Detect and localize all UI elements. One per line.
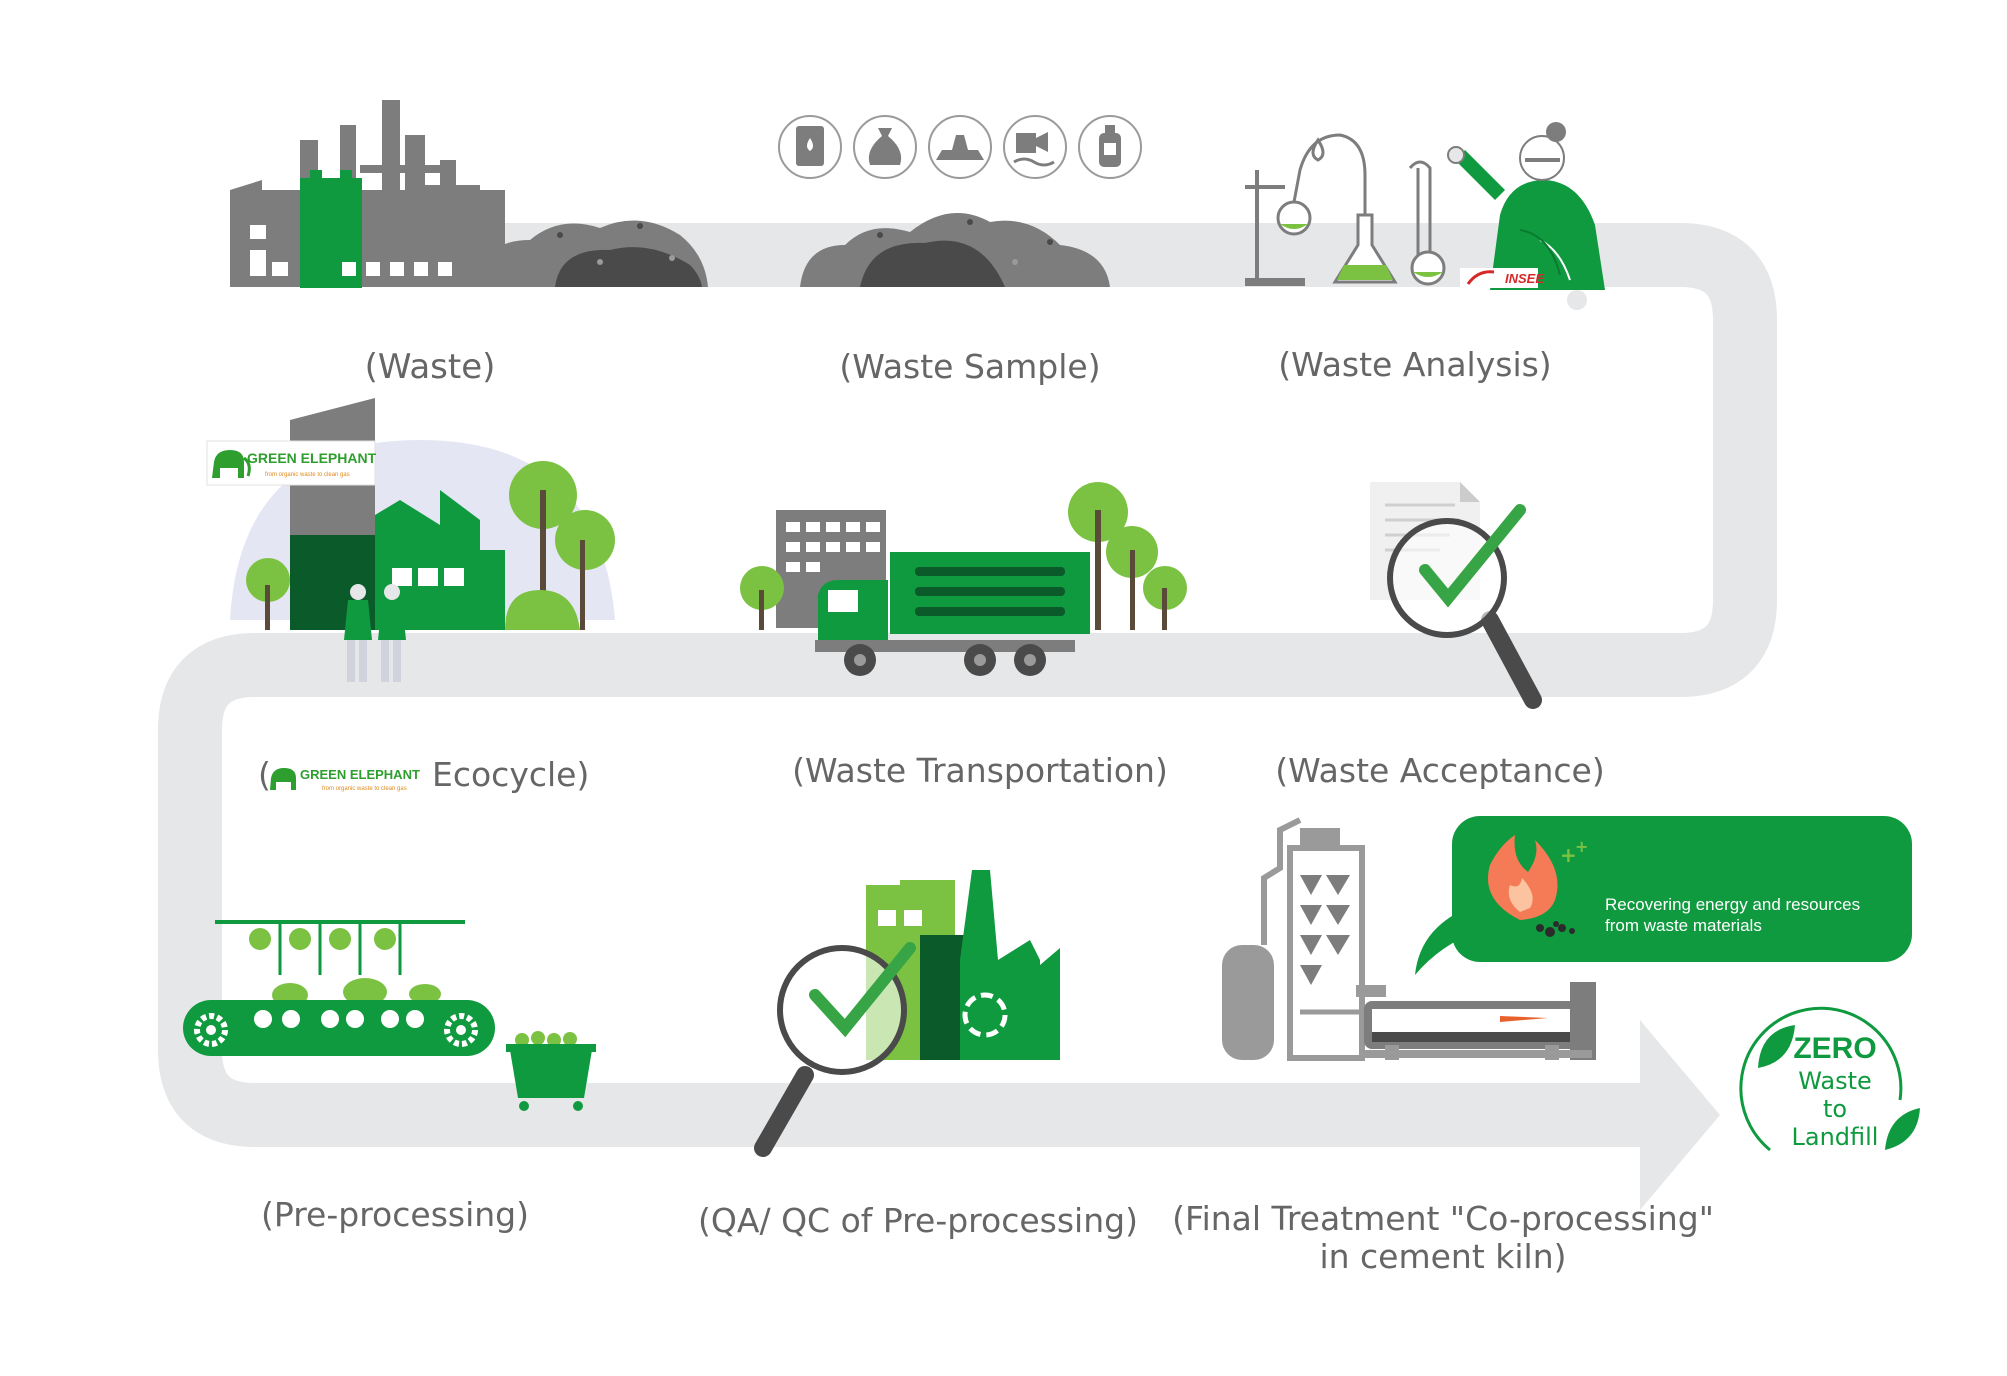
- transport-truck-illustration: [740, 482, 1187, 676]
- svg-text:+: +: [1575, 837, 1588, 856]
- gear-icon: [194, 1013, 228, 1047]
- waste-sample-heap: [800, 213, 1110, 287]
- svg-text:ZERO: ZERO: [1793, 1032, 1876, 1065]
- path-arrowhead: [1640, 1020, 1720, 1210]
- green-elephant-sign: GREEN ELEPHANT from organic waste to cle…: [206, 440, 377, 486]
- insee-logo: INSEE: [1460, 268, 1544, 288]
- checkmark-icon: [809, 942, 916, 1038]
- tree-icon: [1068, 482, 1187, 630]
- acceptance-magnifier-illustration: [1370, 482, 1542, 709]
- worker-icon: [344, 584, 372, 682]
- step-ecocycle-label: ( GREEN ELEPHANT from organic waste to c…: [258, 755, 589, 794]
- callout-line1: Recovering energy and resources: [1605, 895, 1860, 914]
- pre-processing-conveyor-illustration: [183, 920, 596, 1111]
- leaf-icon: [1885, 1108, 1920, 1150]
- process-path: [158, 223, 1777, 1210]
- step-waste-analysis-label: (Waste Analysis): [1278, 345, 1551, 384]
- step-pre-processing-label: (Pre-processing): [261, 1195, 529, 1234]
- svg-text:to: to: [1823, 1095, 1847, 1123]
- svg-text:from organic waste to clean ga: from organic waste to clean gas: [322, 786, 407, 792]
- svg-text:INSEE: INSEE: [1505, 271, 1544, 286]
- bottle-icon: [1078, 115, 1142, 179]
- step-waste-transportation-label: (Waste Transportation): [792, 751, 1168, 790]
- bag-icon: [853, 115, 917, 179]
- liquid-sludge-icon: [1003, 115, 1067, 179]
- powder-pile-icon: [928, 115, 992, 179]
- step-final-treatment-label-line1: (Final Treatment "Co-processing": [1172, 1199, 1714, 1238]
- step-waste-acceptance-label: (Waste Acceptance): [1275, 751, 1604, 790]
- leaf-icon: [1758, 1025, 1795, 1068]
- cement-kiln-illustration: [1222, 817, 1596, 1061]
- svg-text:GREEN ELEPHANT: GREEN ELEPHANT: [247, 450, 377, 466]
- tree-icon: [246, 558, 290, 630]
- svg-text:Ecocycle): Ecocycle): [432, 755, 589, 794]
- svg-text:Waste: Waste: [1798, 1067, 1872, 1095]
- svg-text:Landfill: Landfill: [1792, 1123, 1879, 1151]
- scientist-illustration: [1447, 122, 1605, 310]
- step-waste-sample-label: (Waste Sample): [839, 347, 1100, 386]
- lab-equipment-illustration: [1245, 133, 1446, 286]
- elephant-icon: [212, 450, 251, 478]
- energy-recovery-callout: + + Recovering energy and resources from…: [1415, 816, 1912, 975]
- worker-icon: [378, 584, 406, 682]
- step-waste-label: (Waste): [365, 347, 496, 387]
- step-qa-qc-label: (QA/ QC of Pre-processing): [698, 1201, 1138, 1240]
- gear-icon: [444, 1013, 478, 1047]
- svg-text:(: (: [258, 755, 271, 794]
- recycle-icon: [962, 992, 1008, 1038]
- svg-text:GREEN ELEPHANT: GREEN ELEPHANT: [300, 767, 420, 782]
- tree-icon: [740, 566, 784, 630]
- factory-illustration: [230, 100, 708, 288]
- svg-text:+: +: [1560, 843, 1577, 867]
- zero-waste-badge: ZERO Waste to Landfill: [1739, 1006, 1920, 1152]
- callout-line2: from waste materials: [1605, 916, 1762, 935]
- step-final-treatment-label-line2: in cement kiln): [1319, 1237, 1566, 1276]
- svg-text:from organic waste to clean ga: from organic waste to clean gas: [265, 472, 350, 478]
- qa-qc-illustration: [754, 870, 1060, 1157]
- bin-icon: [506, 1031, 596, 1111]
- green-elephant-logo-inline: GREEN ELEPHANT from organic waste to cle…: [270, 767, 420, 792]
- barrel-icon: [778, 115, 842, 179]
- tree-icon: [509, 461, 615, 630]
- checkmark-icon: [1419, 504, 1526, 608]
- sample-icons-row: [778, 115, 1142, 179]
- flame-icon: [1488, 835, 1558, 920]
